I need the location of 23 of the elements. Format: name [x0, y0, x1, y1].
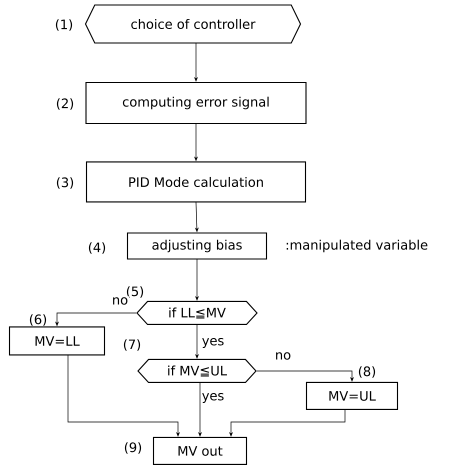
- step-number: (6): [30, 314, 46, 326]
- process-box: MV=LL: [8, 326, 106, 356]
- step-number: (9): [124, 442, 142, 454]
- step-number: (3): [56, 177, 74, 189]
- edge-label: no: [110, 296, 130, 306]
- decision-hexagon: if MV≦UL: [137, 358, 257, 384]
- step-number: (5): [126, 286, 144, 298]
- process-box: adjusting bias: [126, 232, 268, 260]
- step-number: (2): [56, 98, 74, 110]
- step-number: (8): [358, 366, 376, 378]
- process-box: computing error signal: [85, 82, 307, 124]
- process-box: PID Mode calculation: [86, 161, 306, 203]
- process-box: MV=UL: [306, 382, 398, 410]
- edge-label: yes: [200, 337, 226, 349]
- step-number: (1): [56, 19, 72, 31]
- edge-label: no: [274, 351, 292, 361]
- edge-label: yes: [200, 392, 226, 404]
- note-text: :manipulated variable: [286, 240, 428, 252]
- start-hexagon: choice of controller: [84, 4, 302, 44]
- step-number: (7): [124, 339, 140, 351]
- step-number: (4): [88, 242, 106, 254]
- process-box: MV out: [152, 436, 248, 465]
- decision-hexagon: if LL≦MV: [136, 300, 258, 326]
